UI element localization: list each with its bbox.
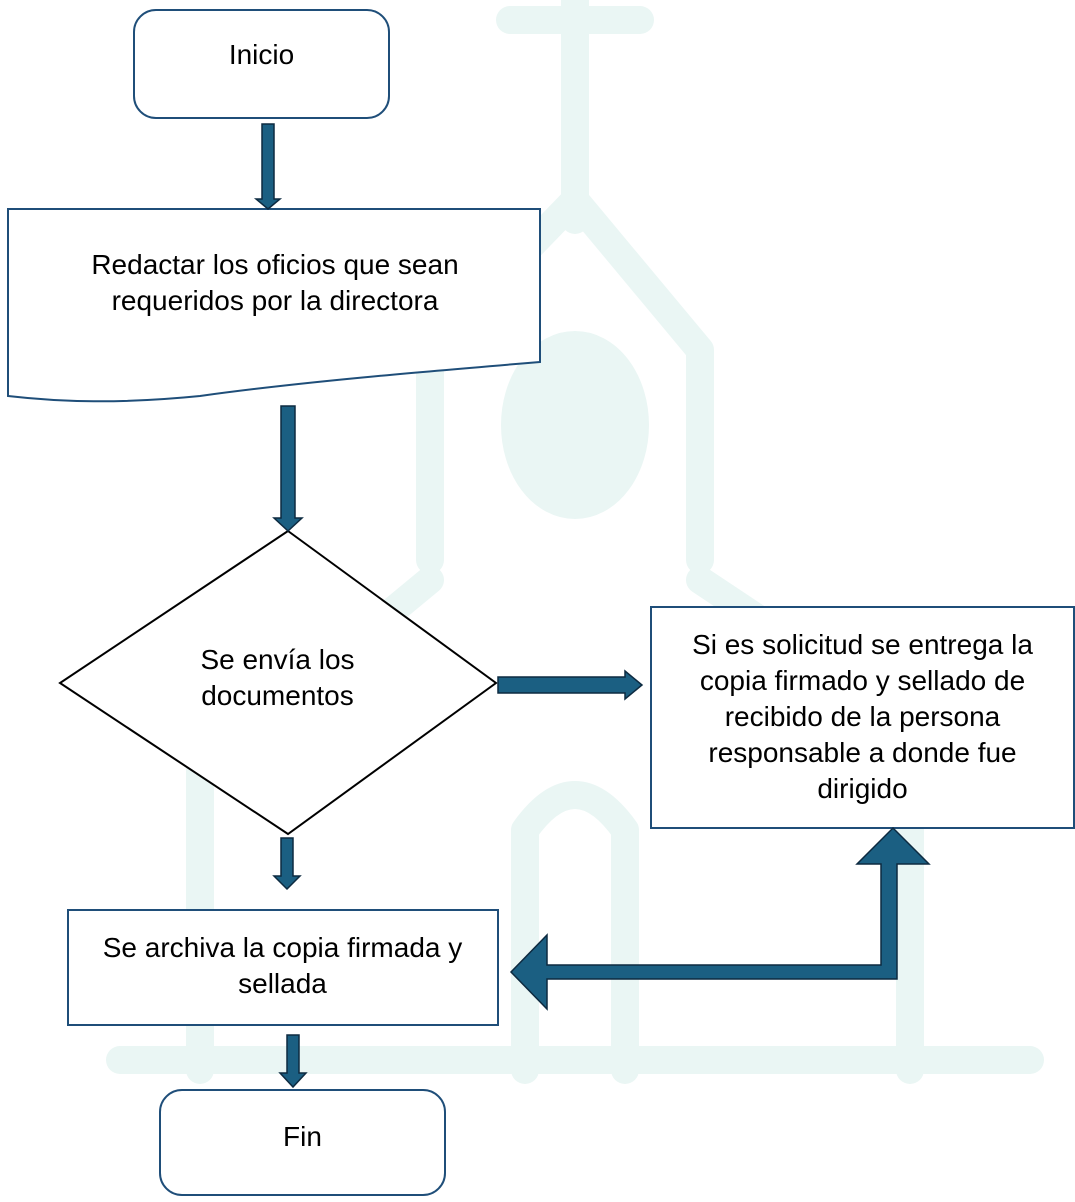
end-label: Fin (283, 1121, 322, 1152)
start-terminator (133, 9, 390, 119)
decision-label: Se envía los documentos (200, 644, 355, 711)
decision-diamond (58, 529, 498, 836)
archive-box (67, 909, 499, 1026)
draft-document (7, 208, 541, 403)
end-terminator (159, 1089, 446, 1196)
request-label: Si es solicitud se entrega la copia firm… (692, 629, 1033, 804)
draft-label: Redactar los oficios que sean requeridos… (91, 249, 459, 316)
arrow-decision-to-archive (272, 837, 302, 891)
arrow-start-to-draft (253, 123, 283, 210)
arrow-decision-to-request (497, 669, 644, 701)
arrow-draft-to-decision (272, 405, 304, 533)
start-label: Inicio (228, 39, 295, 70)
arrow-request-to-archive (509, 826, 931, 1011)
request-box (650, 606, 1075, 829)
archive-label: Se archiva la copia firmada y sellada (102, 932, 463, 999)
arrow-archive-to-end (278, 1034, 308, 1089)
